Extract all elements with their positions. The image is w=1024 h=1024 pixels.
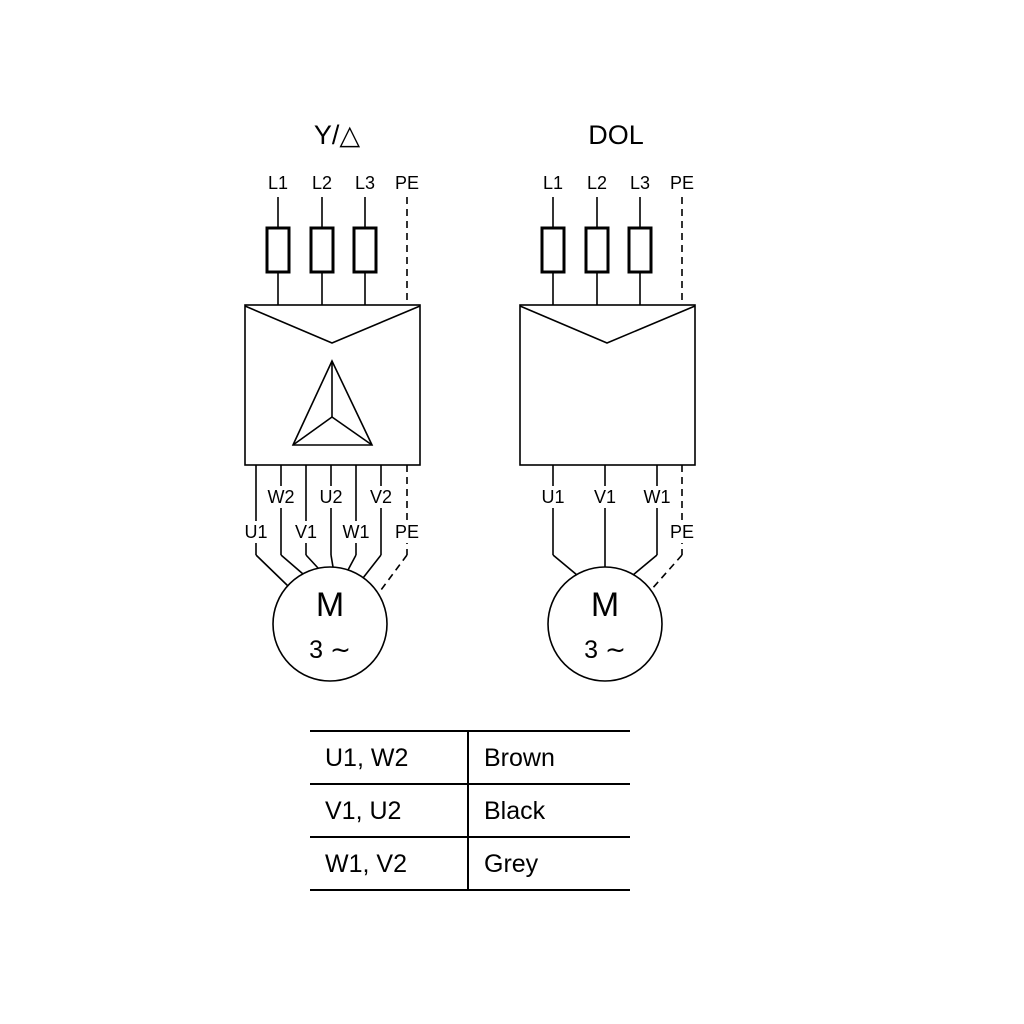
fuse-symbol (627, 226, 653, 274)
dol-diagram: DOL L1 L2 L3 PE U (519, 120, 699, 682)
fuse-symbol (265, 226, 291, 274)
star-delta-title: Y/△ (314, 120, 361, 150)
winding-label-u1: U1 (244, 522, 267, 542)
wire (632, 554, 658, 576)
winding-label-w1: W1 (343, 522, 370, 542)
terminal-label-l1: L1 (268, 173, 288, 193)
table-cell-terminals: W1, V2 (325, 850, 407, 878)
wire (280, 554, 304, 575)
motor-phase-label: 3 ∼ (584, 636, 626, 664)
pe-wire (377, 554, 408, 595)
label-mask (364, 486, 398, 508)
pe-label: PE (670, 522, 694, 542)
wire (255, 554, 289, 587)
contactor-chevron (244, 305, 421, 344)
table-row: U1, W2 Brown (325, 744, 555, 772)
delta-symbol (291, 359, 374, 446)
pe-wire (650, 554, 683, 591)
wire (362, 554, 382, 579)
wire-color-table: U1, W2 Brown V1, U2 Black W1, V2 Grey (310, 730, 630, 891)
label-mask (264, 486, 298, 508)
wire (330, 554, 334, 568)
terminal-label-l3: L3 (355, 173, 375, 193)
motor-circle (272, 566, 388, 682)
label-mask (339, 521, 373, 543)
terminal-label-l2: L2 (587, 173, 607, 193)
fuse-symbol (352, 226, 378, 274)
star-delta-diagram: Y/△ L1 L2 L3 PE (239, 120, 424, 682)
motor-circle (547, 566, 663, 682)
fuse-symbol (540, 226, 566, 274)
winding-label-u2: U2 (319, 487, 342, 507)
table-cell-terminals: U1, W2 (325, 744, 408, 772)
wire (552, 554, 578, 576)
label-mask (239, 521, 273, 543)
table-cell-color: Black (484, 797, 546, 825)
delta-spoke (292, 416, 333, 446)
motor-letter: M (591, 586, 619, 624)
delta-spoke (331, 416, 373, 446)
table-cell-color: Grey (484, 850, 539, 878)
winding-label-w1: W1 (644, 487, 671, 507)
starter-box (519, 304, 696, 466)
label-mask (289, 521, 323, 543)
label-mask (665, 521, 699, 543)
dol-title: DOL (588, 120, 644, 150)
contactor-chevron (519, 305, 696, 344)
winding-label-u1: U1 (541, 487, 564, 507)
starter-box (244, 304, 421, 466)
fuse-symbol (309, 226, 335, 274)
table-cell-color: Brown (484, 744, 555, 772)
table-cell-terminals: V1, U2 (325, 797, 401, 825)
motor-letter: M (316, 586, 344, 624)
terminal-label-pe: PE (395, 173, 419, 193)
terminal-label-pe: PE (670, 173, 694, 193)
winding-label-v2: V2 (370, 487, 392, 507)
winding-label-v1: V1 (295, 522, 317, 542)
table-row: V1, U2 Black (325, 797, 546, 825)
delta-triangle (291, 359, 374, 446)
terminal-label-l1: L1 (543, 173, 563, 193)
motor-phase-label: 3 ∼ (309, 636, 351, 664)
wire (305, 554, 319, 569)
fuse-symbol (584, 226, 610, 274)
winding-label-v1: V1 (594, 487, 616, 507)
winding-label-w2: W2 (268, 487, 295, 507)
terminal-label-l2: L2 (312, 173, 332, 193)
label-mask (314, 486, 348, 508)
table-row: W1, V2 Grey (325, 850, 539, 878)
label-mask (390, 521, 424, 543)
label-mask (588, 486, 622, 508)
terminal-label-l3: L3 (630, 173, 650, 193)
label-mask (536, 486, 570, 508)
wire (347, 554, 357, 571)
pe-label: PE (395, 522, 419, 542)
label-mask (640, 486, 674, 508)
